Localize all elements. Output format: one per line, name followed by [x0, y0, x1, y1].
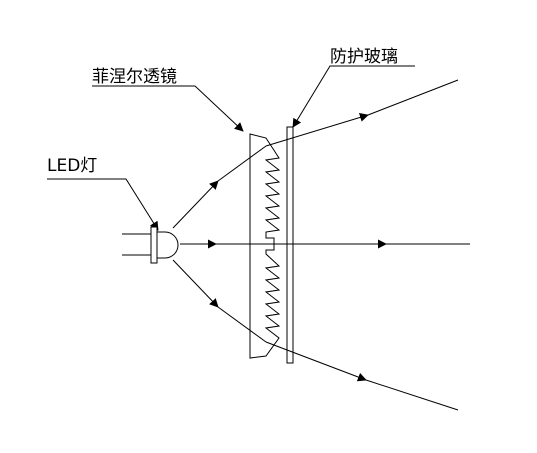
label-fresnel-lens: 菲涅尔透镜: [92, 67, 177, 87]
protective-glass: [286, 126, 294, 364]
led-lamp: [122, 226, 179, 264]
leader-protective-glass: [292, 65, 415, 128]
leader-fresnel-lens: [92, 85, 244, 132]
fresnel-lens: [249, 133, 281, 359]
led-base: [150, 226, 158, 264]
leader-lines: [47, 65, 415, 231]
ray-upper-seg4: [367, 79, 459, 116]
ray-lower-seg3: [265, 341, 367, 382]
ray-upper-seg3: [265, 113, 369, 147]
label-led-lamp: LED灯: [47, 156, 97, 176]
ray-lower-seg2: [217, 306, 267, 343]
ray-lower-seg1: [172, 259, 219, 308]
label-protective-glass: 防护玻璃: [330, 47, 398, 67]
ray-upper-seg2: [217, 145, 267, 182]
led-dome: [156, 231, 179, 259]
ray-upper-seg1: [172, 180, 219, 229]
fresnel-lens-body: [249, 133, 281, 359]
ray-lower-seg4: [365, 379, 459, 411]
leader-led-lamp: [47, 178, 159, 231]
light-rays: [172, 79, 470, 411]
